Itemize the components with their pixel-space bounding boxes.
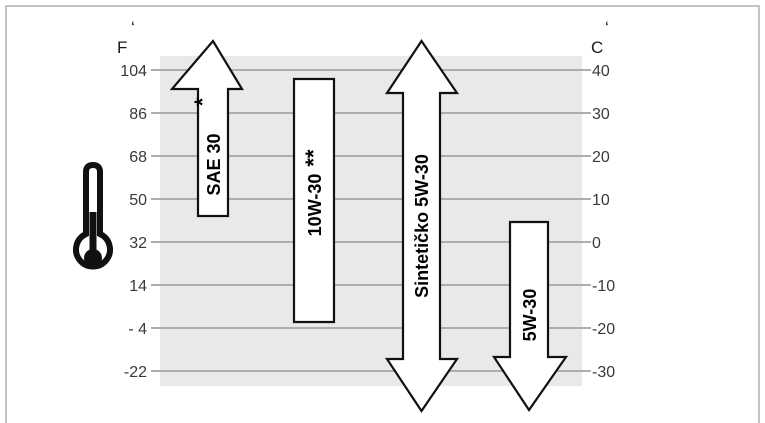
oil-footnote-mark-10w-30: ** (301, 149, 326, 167)
oil-shape-sae-30 (169, 39, 244, 218)
celsius-tick-label: 10 (592, 192, 610, 209)
fahrenheit-degree-mark: ‘ (131, 18, 135, 37)
thermometer-icon (73, 161, 113, 270)
fahrenheit-tick-label: 32 (129, 235, 147, 252)
fahrenheit-scale: 104 86 68 50 32 14 - 4 -22 (120, 63, 147, 381)
celsius-tick-label: 40 (592, 63, 610, 80)
oil-label-sae-30: SAE 30 (204, 133, 224, 195)
oil-footnote-mark-sae-30: * (190, 97, 215, 106)
fahrenheit-tick-label: - 4 (128, 321, 147, 338)
fahrenheit-tick-label: 68 (129, 149, 147, 166)
celsius-tick-label: -20 (592, 321, 615, 338)
fahrenheit-tick-label: 104 (120, 63, 147, 80)
fahrenheit-tick-label: 50 (129, 192, 147, 209)
oil-shape-5w-30 (491, 220, 569, 412)
celsius-scale: 40 30 20 10 0 -10 -20 -30 (592, 63, 615, 381)
oil-label-sinteticko-5w-30: Sintetičko 5W-30 (412, 154, 432, 298)
celsius-tick-label: 30 (592, 106, 610, 123)
celsius-degree-mark: ‘ (605, 18, 609, 37)
fahrenheit-unit-label: F (117, 38, 127, 57)
celsius-tick-label: 0 (592, 235, 601, 252)
fahrenheit-tick-label: 86 (129, 106, 147, 123)
thermometer-mercury (89, 212, 97, 256)
celsius-tick-label: 20 (592, 149, 610, 166)
oil-ranges: SAE 30 * 10W-30 ** Sintetičko 5W-30 5W-30 (169, 39, 569, 413)
oil-shape-10w-30 (292, 77, 336, 324)
oil-label-5w-30: 5W-30 (520, 289, 540, 342)
celsius-tick-label: -30 (592, 364, 615, 381)
fahrenheit-tick-label: 14 (129, 278, 147, 295)
oil-shape-sinteticko-5w-30 (384, 39, 460, 413)
fahrenheit-tick-label: -22 (124, 364, 147, 381)
thermometer-bulb (84, 249, 102, 267)
celsius-unit-label: C (591, 38, 603, 57)
diagram-frame (5, 5, 760, 423)
oil-label-10w-30: 10W-30 (305, 174, 325, 237)
celsius-tick-label: -10 (592, 278, 615, 295)
